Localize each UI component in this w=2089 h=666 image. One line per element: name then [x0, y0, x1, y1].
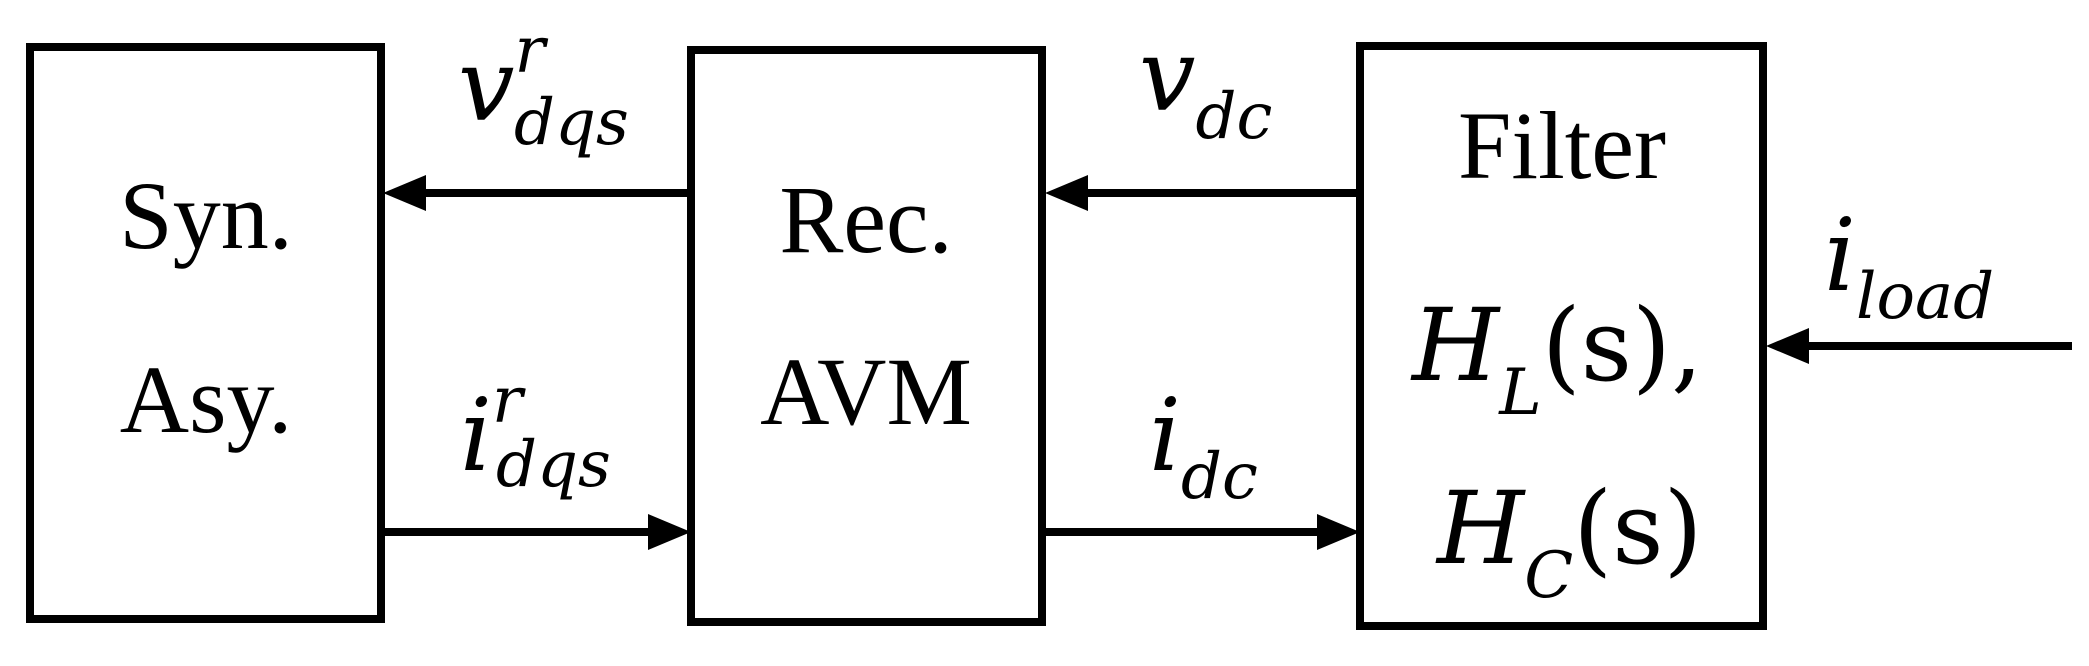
- label-i-dc: idc: [1149, 377, 1258, 514]
- asy-label: Asy.: [120, 346, 292, 453]
- v-dc-subscript: dc: [1196, 80, 1273, 154]
- v-dqs-symbol: v: [458, 27, 515, 144]
- arrow-v-dqs: [383, 175, 691, 211]
- filter-title: Filter: [1458, 92, 1666, 199]
- i-load-subscript: load: [1856, 260, 1994, 334]
- hl-symbol: H: [1410, 287, 1501, 404]
- arrow-i-dc: [1042, 514, 1360, 550]
- hl-transfer-function: HL(s),: [1410, 287, 1703, 430]
- label-i-load: iload: [1824, 197, 1994, 334]
- hc-transfer-function: HC(s): [1435, 470, 1703, 613]
- syn-asy-block: [26, 43, 385, 623]
- label-v-dc: vdc: [1139, 17, 1272, 154]
- rec-label: Rec.: [779, 166, 952, 273]
- v-dqs-superscript: r: [515, 14, 549, 88]
- v-dqs-subscript: dqs: [514, 86, 629, 160]
- i-dqs-superscript: r: [492, 364, 526, 438]
- hc-argument: (s): [1573, 470, 1702, 587]
- i-load-symbol: i: [1824, 197, 1856, 314]
- i-dc-symbol: i: [1149, 377, 1181, 494]
- arrow-v-dc: [1045, 175, 1360, 211]
- i-dc-subscript: dc: [1181, 440, 1258, 514]
- i-dqs-subscript: dqs: [496, 428, 611, 502]
- avm-label: AVM: [760, 338, 972, 445]
- hc-symbol: H: [1435, 470, 1526, 587]
- rec-avm-block: [687, 46, 1046, 626]
- filter-block: [1356, 42, 1767, 630]
- i-dqs-symbol: i: [460, 377, 492, 494]
- v-dc-symbol: v: [1139, 17, 1196, 134]
- hc-subscript: C: [1524, 539, 1573, 613]
- arrow-i-dqs: [381, 514, 691, 550]
- hl-argument: (s),: [1542, 287, 1703, 404]
- syn-label: Syn.: [119, 162, 292, 269]
- hl-subscript: L: [1498, 356, 1542, 430]
- arrow-i-load: [1766, 328, 2072, 364]
